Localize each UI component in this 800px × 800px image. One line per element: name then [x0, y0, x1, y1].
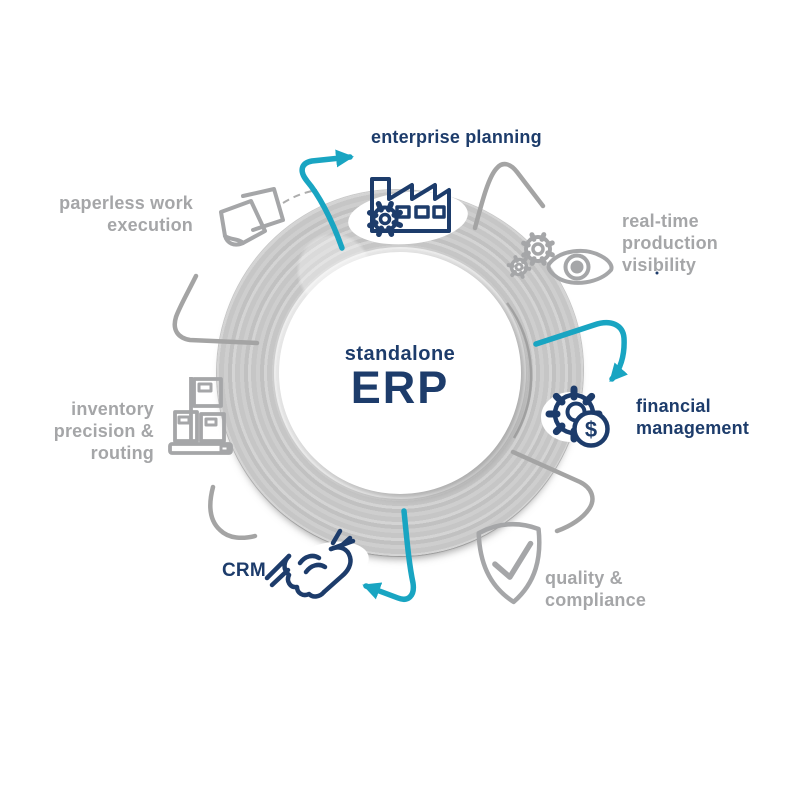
- sketch-edge-top: [282, 189, 318, 204]
- paper-sheets-icon: [219, 187, 285, 247]
- label-paperless-work-execution: paperless work execution: [30, 192, 193, 236]
- label-quality-compliance: quality & compliance: [545, 567, 646, 611]
- dollar-sign: $: [585, 417, 597, 442]
- label-inventory-precision-routing: inventory precision & routing: [0, 398, 154, 464]
- center-circle: [279, 252, 521, 494]
- arrow-to-enterprise-planning: [299, 149, 354, 251]
- label-financial-management: financial management: [636, 395, 749, 439]
- label-realtime-production-visibility: real-time production visibility: [622, 210, 718, 276]
- gear-dollar-icon: $: [545, 385, 610, 448]
- label-line: precision &: [53, 421, 154, 441]
- arrow-to-financial-management: [533, 319, 629, 382]
- hook-top-right: [472, 161, 546, 231]
- hook-right: [510, 449, 595, 534]
- label-line: CRM: [222, 560, 266, 581]
- label-line: compliance: [545, 590, 647, 610]
- center-subtitle: standalone: [344, 343, 456, 365]
- hook-left: [172, 273, 260, 346]
- label-line: production: [622, 233, 718, 253]
- label-line: real-time: [622, 211, 699, 231]
- label-crm: CRM: [222, 560, 266, 582]
- gears-eye-icon: [506, 232, 614, 285]
- label-line: inventory: [71, 399, 154, 419]
- label-line: routing: [90, 443, 154, 463]
- arrow-to-crm: [362, 508, 417, 602]
- label-line: management: [636, 418, 750, 438]
- sketch-edge-inner: [505, 302, 533, 439]
- handshake-icon: [264, 528, 356, 599]
- speck-dot: [655, 271, 659, 275]
- label-line: visibility: [622, 255, 697, 275]
- label-line: quality &: [545, 568, 623, 588]
- label-line: execution: [107, 215, 193, 235]
- shield-check-icon: [476, 521, 542, 605]
- hook-bottom-left: [208, 484, 258, 541]
- label-line: enterprise planning: [371, 127, 542, 147]
- center-title: ERP: [350, 362, 450, 413]
- label-line: financial: [636, 396, 711, 416]
- boxes-handtruck-icon: [168, 377, 233, 455]
- label-enterprise-planning: enterprise planning: [371, 126, 542, 148]
- label-line: paperless work: [59, 193, 193, 213]
- factory-icon: [366, 177, 451, 238]
